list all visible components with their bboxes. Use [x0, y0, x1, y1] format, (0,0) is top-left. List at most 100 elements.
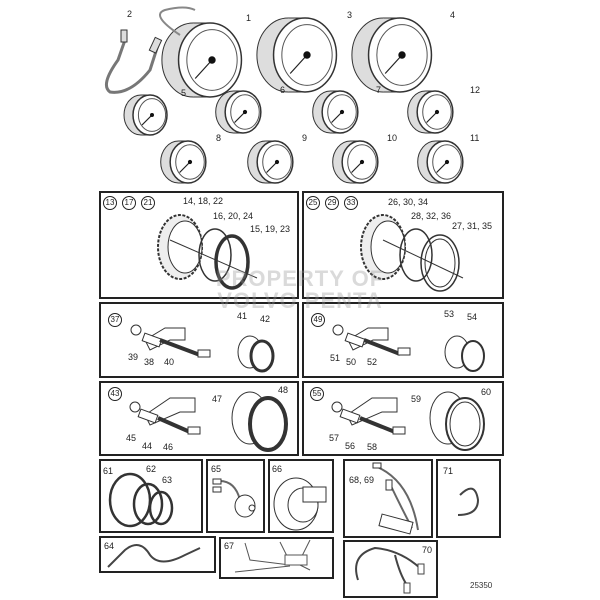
diagram-reference-number: 25350 [470, 581, 493, 590]
gauge-5 [123, 94, 168, 136]
bracket-37-drawing [130, 324, 275, 373]
gauge-8 [160, 140, 207, 184]
callout: 61 [103, 466, 114, 476]
connector-icon [120, 29, 128, 43]
cable-2-drawing [104, 39, 160, 94]
callout: 63 [162, 475, 173, 485]
callout-1: 1 [246, 13, 252, 23]
bracket-43-drawing [129, 391, 288, 452]
callout-6: 6 [280, 85, 286, 95]
cable-70-drawing [355, 546, 425, 594]
callout-5: 5 [181, 88, 187, 98]
bracket-49-drawing [332, 324, 485, 372]
callout: 57 [329, 433, 340, 443]
callout: 67 [224, 541, 235, 551]
adapter-drawing [372, 462, 419, 535]
rings-panel [99, 459, 203, 533]
needle-icon [426, 111, 438, 123]
sender-drawing [273, 477, 327, 531]
callout: 59 [411, 394, 422, 404]
group-callout: 21 [141, 196, 155, 210]
bezel-kit-a-panel [99, 191, 299, 299]
buzzer-panel [206, 459, 265, 533]
adapter-panel [343, 459, 433, 538]
callout: 62 [146, 464, 157, 474]
callout-8: 8 [216, 133, 222, 143]
gauge-9 [247, 140, 294, 184]
needle-icon [266, 161, 278, 173]
callout: 65 [211, 464, 222, 474]
bezel-kit-b-panel [302, 191, 504, 299]
harness-67-drawing [234, 539, 311, 573]
callout: 60 [481, 387, 492, 397]
needle-icon [351, 161, 363, 173]
callout-2: 2 [127, 9, 133, 19]
buzzer-drawing [212, 478, 256, 518]
callout-7: 7 [376, 85, 382, 95]
callout: 68, 69 [349, 475, 375, 485]
needle-icon [179, 161, 191, 173]
callout-4: 4 [450, 10, 456, 20]
connector-icon [148, 36, 163, 54]
gauge-1 [161, 22, 243, 98]
gauges-group [123, 17, 464, 184]
callout: 53 [444, 309, 455, 319]
callout: 64 [104, 541, 115, 551]
bracket-37-panel [99, 302, 299, 378]
callout: 44 [142, 441, 153, 451]
callout: 39 [128, 352, 139, 362]
callout-3: 3 [347, 10, 353, 20]
group-callout: 13 [103, 196, 117, 210]
gauge-6 [215, 90, 262, 134]
cable-64-panel [99, 536, 216, 573]
gauge-11 [417, 140, 464, 184]
group-callout: 55 [310, 387, 324, 401]
cable-70-panel [343, 540, 438, 598]
gauge-1-cable [159, 6, 196, 36]
callout-9: 9 [302, 133, 308, 143]
callout: 46 [163, 442, 174, 452]
bracket-55-drawing [331, 391, 485, 451]
gauge-7 [312, 90, 359, 134]
callout: 56 [345, 441, 356, 451]
callout: 28, 32, 36 [411, 211, 452, 221]
cable-71-drawing [457, 487, 480, 516]
callout: 51 [330, 353, 341, 363]
needle-icon [194, 59, 213, 79]
harness-67-panel [219, 537, 334, 579]
group-callout: 17 [122, 196, 136, 210]
callout: 54 [467, 312, 478, 322]
callout: 27, 31, 35 [452, 221, 493, 231]
callout: 47 [212, 394, 223, 404]
group-callout: 43 [108, 387, 122, 401]
bezel-b-drawing [360, 214, 464, 292]
callout: 26, 30, 34 [388, 197, 429, 207]
needle-icon [436, 161, 448, 173]
callout-10: 10 [387, 133, 398, 143]
callout: 41 [237, 311, 248, 321]
callout: 38 [144, 357, 155, 367]
group-callout: 49 [311, 313, 325, 327]
group-callout: 33 [344, 196, 358, 210]
group-callout: 29 [325, 196, 339, 210]
callout: 70 [422, 545, 433, 555]
sender-panel [268, 459, 334, 533]
callout-12: 12 [470, 85, 481, 95]
callout: 40 [164, 357, 175, 367]
callout: 50 [346, 357, 357, 367]
gauge-3 [256, 17, 338, 93]
callout: 15, 19, 23 [250, 224, 291, 234]
callout: 71 [443, 466, 454, 476]
gauge-4 [351, 17, 433, 93]
group-callout: 37 [108, 313, 122, 327]
bracket-43-panel [99, 381, 299, 456]
callout: 45 [126, 433, 137, 443]
callout: 14, 18, 22 [183, 196, 224, 206]
bracket-49-panel [302, 302, 504, 378]
watermark: PROPERTY OF VOLVO PENTA [215, 268, 385, 312]
cable-71-panel [436, 459, 501, 538]
bracket-55-panel [302, 381, 504, 456]
rings-drawing [108, 472, 174, 528]
